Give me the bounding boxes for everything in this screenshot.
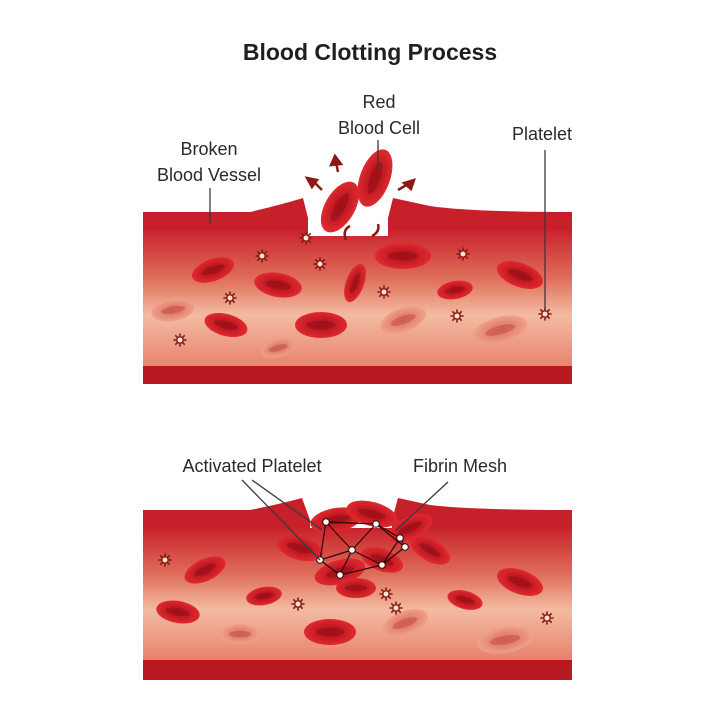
red-blood-cell	[336, 578, 376, 598]
faded-red-blood-cell	[220, 624, 260, 644]
fibrin-mesh	[316, 518, 409, 579]
red-blood-cell	[497, 568, 543, 596]
fibrin-strand	[375, 523, 406, 548]
red-blood-cell	[191, 257, 235, 283]
leader-fibrin-mesh	[395, 481, 449, 531]
red-blood-cell	[304, 619, 356, 645]
diagram-title: Blood Clotting Process	[243, 39, 497, 65]
faded-red-blood-cell	[477, 626, 533, 654]
faded-red-blood-cell	[151, 298, 195, 322]
platelet	[291, 597, 305, 611]
vessel-lumen	[143, 230, 572, 372]
activated-platelet	[336, 571, 344, 579]
leader-activated-platelet	[241, 479, 323, 561]
red-blood-cell	[375, 243, 431, 269]
fibrin-strand	[319, 521, 327, 561]
fibrin-strand	[339, 549, 353, 576]
platelet	[223, 291, 237, 305]
fibrin-strand	[325, 521, 353, 551]
label-activated-platelet: Activated Platelet	[182, 456, 321, 476]
faded-red-blood-cell	[380, 306, 426, 334]
fibrin-strand	[375, 523, 401, 539]
vessel-wall-right	[388, 198, 572, 236]
platelet	[158, 553, 172, 567]
label-broken-line2: Blood Vessel	[157, 165, 261, 185]
fibrin-strand	[319, 549, 353, 561]
fibrin-strand	[381, 546, 406, 566]
activated-platelet	[348, 546, 356, 554]
red-blood-cell	[204, 312, 248, 338]
red-blood-cell	[276, 534, 324, 562]
escaping-red-cell	[357, 149, 393, 207]
clot-panel	[143, 498, 572, 680]
fibrin-strand	[381, 537, 401, 566]
fibrin-strand	[339, 564, 383, 576]
platelet	[540, 611, 554, 625]
label-platelet: Platelet	[512, 124, 572, 144]
label-fibrin-mesh: Fibrin Mesh	[413, 456, 507, 476]
red-blood-cell	[410, 535, 450, 565]
red-blood-cell	[184, 556, 226, 584]
vessel-lower-wall	[143, 366, 572, 384]
faded-red-blood-cell	[260, 338, 296, 358]
fibrin-strand	[319, 559, 341, 576]
fibrin-strand	[351, 549, 383, 566]
platelet	[538, 307, 552, 321]
activated-platelet	[372, 520, 380, 528]
activated-platelet	[396, 534, 404, 542]
platelet	[456, 247, 470, 261]
fibrin-strand	[325, 521, 377, 525]
platelet	[377, 285, 391, 299]
platelet	[313, 257, 327, 271]
red-blood-cell	[295, 312, 347, 338]
vessel-wall-right	[392, 498, 572, 534]
red-blood-cell	[344, 263, 366, 303]
red-blood-cell	[447, 590, 483, 610]
platelets	[173, 231, 552, 347]
platelet	[389, 601, 403, 615]
red-blood-cell	[360, 547, 404, 573]
activated-platelet	[378, 561, 386, 569]
platelet	[299, 231, 313, 245]
label-red-blood-cell-line2: Blood Cell	[338, 118, 420, 138]
activated-platelet	[322, 518, 330, 526]
platelet	[255, 249, 269, 263]
red-blood-cell	[156, 600, 200, 624]
label-red-blood-cell-line1: Red	[362, 92, 395, 112]
faded-red-blood-cell	[382, 609, 428, 637]
red-blood-cell	[254, 272, 302, 298]
red-blood-cell	[437, 280, 473, 300]
red-blood-cells	[156, 556, 543, 654]
platelet	[450, 309, 464, 323]
vessel-lower-wall	[143, 660, 572, 680]
escaping-red-cell	[320, 181, 360, 233]
activated-platelet	[401, 543, 409, 551]
red-blood-cell	[497, 261, 543, 289]
fibrin-strand	[351, 523, 377, 551]
red-blood-cell	[246, 586, 282, 606]
label-broken-line1: Broken	[180, 139, 237, 159]
red-blood-cell	[346, 500, 398, 528]
platelets	[158, 553, 554, 625]
platelet	[379, 587, 393, 601]
escape-arrows	[304, 153, 416, 241]
red-blood-cells	[151, 243, 543, 358]
faded-red-blood-cell	[472, 315, 528, 345]
vessel-wall-left	[143, 198, 308, 236]
platelet	[173, 333, 187, 347]
broken-vessel-panel	[143, 149, 572, 384]
